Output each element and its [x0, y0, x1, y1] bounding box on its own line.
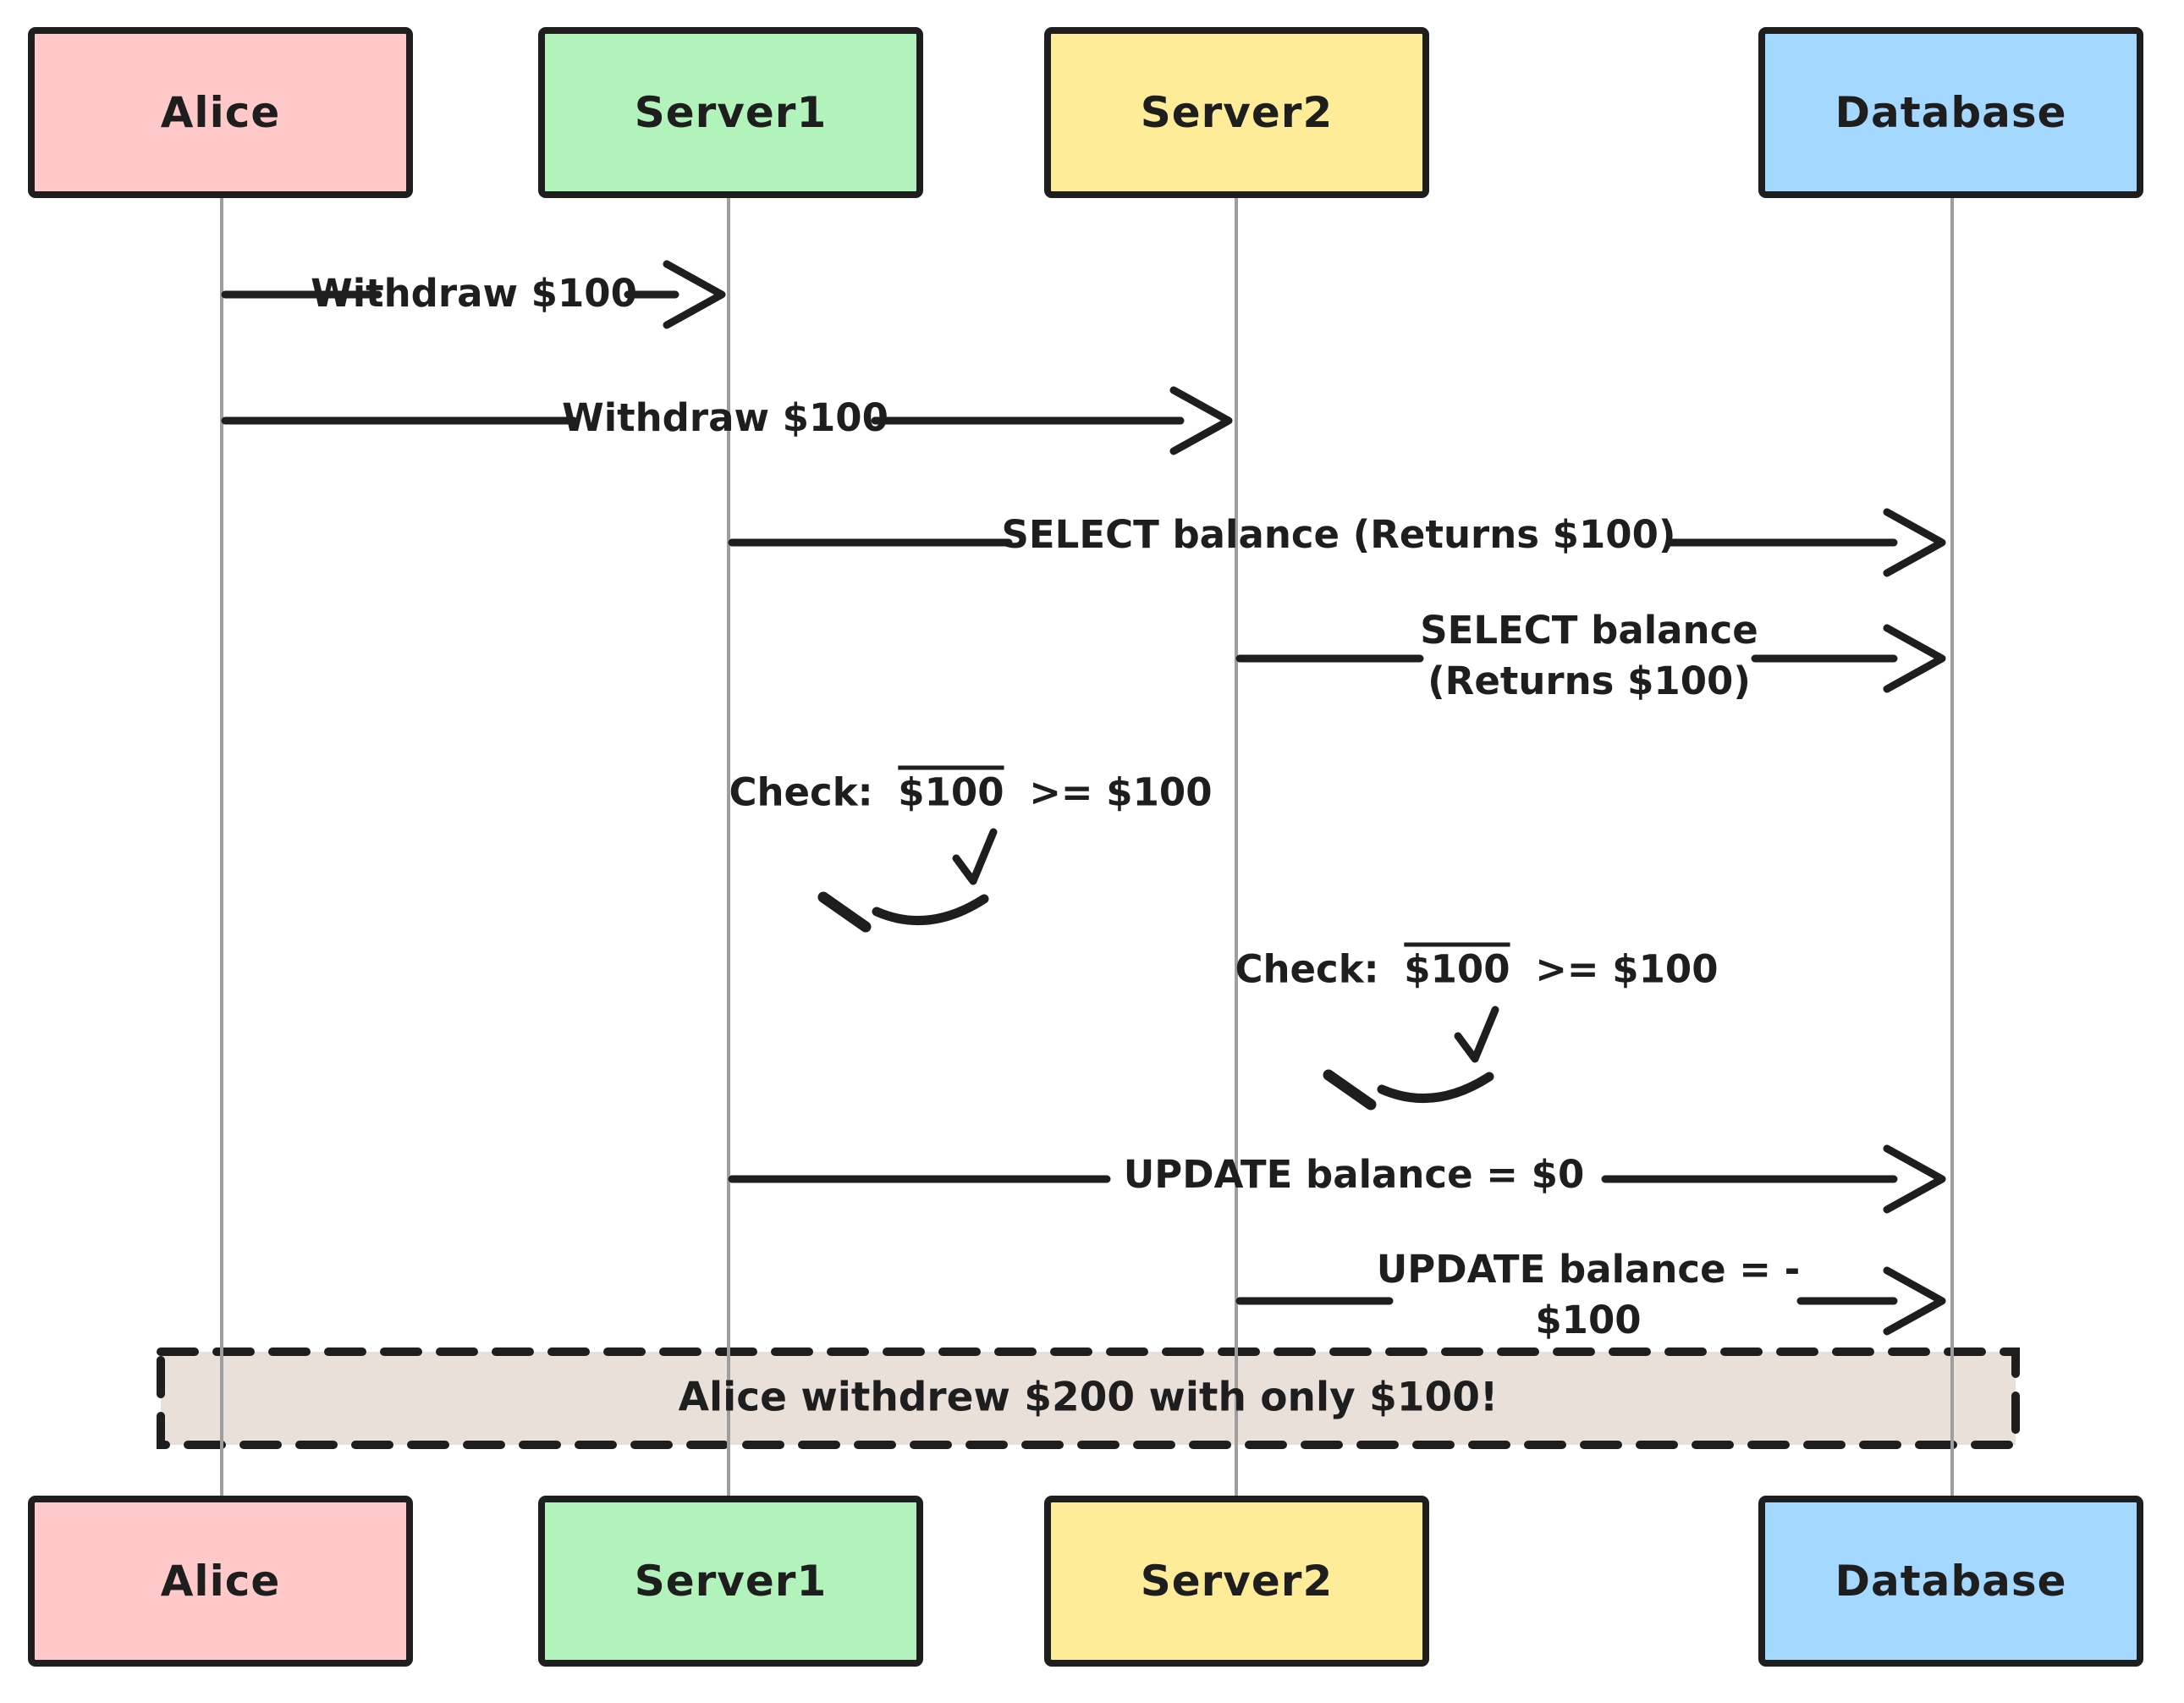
message-label-update-balance-0: UPDATE balance = $0 — [1123, 1152, 1585, 1197]
swoosh-stroke — [817, 891, 872, 933]
swoosh-stroke — [872, 894, 989, 926]
actor-label: Database — [1835, 1557, 2067, 1606]
label-line-2: $100 — [1535, 1298, 1642, 1342]
swoosh-stroke — [1323, 1069, 1377, 1111]
arrowhead-icon — [1883, 508, 1946, 577]
server2-check-marks — [1323, 1006, 1499, 1111]
server2-balance-check-text: Check: $100 >= $100 — [1235, 947, 1718, 992]
actor-box-server2-bottom: Server2 — [1044, 1496, 1429, 1667]
race-condition-note-text: Alice withdrew $200 with only $100! — [678, 1374, 1499, 1421]
server1-check-marks — [817, 828, 998, 933]
check-overlined-value: $100 — [898, 769, 1004, 815]
actor-box-alice-bottom: Alice — [28, 1496, 413, 1667]
arrow-update-balance-minus-100 — [1235, 1266, 1946, 1336]
actor-box-server1-bottom: Server1 — [538, 1496, 923, 1667]
actor-label: Server2 — [1140, 1557, 1334, 1606]
arrowhead-icon — [1883, 624, 1946, 693]
label-line-1: UPDATE balance = - — [1376, 1247, 1801, 1292]
message-label-update-balance-minus-100: UPDATE balance = - $100 — [1377, 1244, 1801, 1346]
actor-label: Server1 — [634, 1557, 828, 1606]
check-suffix: >= $100 — [1029, 769, 1213, 815]
checkmark-icon — [952, 828, 998, 885]
checkmark-icon — [1454, 1006, 1499, 1063]
arrowhead-icon — [663, 260, 726, 329]
check-overlined-value: $100 — [1404, 946, 1510, 992]
actor-box-server2-top: Server2 — [1044, 27, 1429, 198]
actor-box-server1-top: Server1 — [538, 27, 923, 198]
arrow-withdraw-100-server1 — [221, 260, 726, 329]
swoosh-stroke — [1377, 1072, 1494, 1104]
arrow-select-balance-server1 — [728, 508, 1946, 577]
actor-label: Alice — [160, 1557, 281, 1606]
message-label-withdraw-server1: Withdraw $100 — [311, 271, 637, 316]
message-label-select-balance-server1: SELECT balance (Returns $100) — [1001, 512, 1676, 557]
actor-box-database-top: Database — [1758, 27, 2143, 198]
label-line-2: (Returns $100) — [1428, 659, 1751, 703]
check-prefix: Check: — [1235, 946, 1379, 992]
server1-balance-check-text: Check: $100 >= $100 — [729, 770, 1212, 815]
actor-label: Server1 — [634, 88, 828, 137]
arrowhead-icon — [1883, 1266, 1946, 1336]
check-prefix: Check: — [729, 769, 873, 815]
arrowhead-icon — [1883, 1144, 1946, 1214]
race-condition-note-box — [157, 1348, 2020, 1449]
actor-box-database-bottom: Database — [1758, 1496, 2143, 1667]
arrow-select-balance-server2 — [1235, 624, 1946, 693]
actor-label: Server2 — [1140, 88, 1334, 137]
actor-box-alice-top: Alice — [28, 27, 413, 198]
check-suffix: >= $100 — [1535, 946, 1719, 992]
label-line-1: SELECT balance — [1420, 608, 1758, 653]
arrow-update-balance-0 — [728, 1144, 1946, 1214]
message-label-select-balance-server2: SELECT balance (Returns $100) — [1420, 605, 1758, 707]
arrowhead-icon — [1169, 386, 1233, 455]
actor-label: Database — [1835, 88, 2067, 137]
message-label-withdraw-server2: Withdraw $100 — [562, 395, 888, 440]
actor-label: Alice — [160, 88, 281, 137]
arrow-withdraw-100-server2 — [221, 386, 1233, 455]
